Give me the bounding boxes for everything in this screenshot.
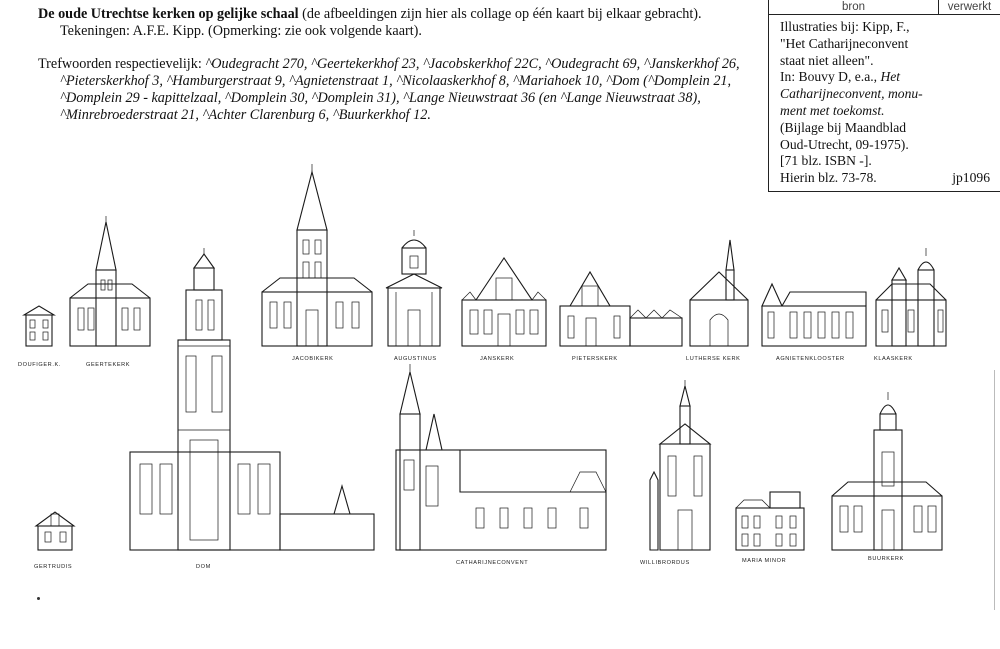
citation-text-italic: Het [880, 69, 901, 85]
label-janskerk: JANSKERK [480, 356, 514, 362]
label-maria-minor: MARIA MINOR [742, 558, 786, 564]
source-box: bron verwerkt Illustraties bij: Kipp, F.… [768, 0, 1000, 192]
label-jacobikerk: JACOBIKERK [292, 356, 333, 362]
title-bold: De oude Utrechtse kerken op gelijke scha… [38, 6, 299, 22]
label-catharijneconvent: CATHARIJNECONVENT [456, 560, 528, 566]
willibrordus-drawing [649, 380, 712, 551]
catharijneconvent-drawing [395, 364, 607, 551]
citation-line: In: Bouvy D, e.a., Het [780, 69, 1000, 86]
citation-line: Catharijneconvent, monu- [780, 86, 923, 102]
label-augustinus: AUGUSTINUS [394, 356, 437, 362]
label-lutherse-kerk: LUTHERSE KERK [686, 356, 740, 362]
drawing-credit: Tekeningen: A.F.E. Kipp. (Opmerking: zie… [60, 23, 422, 39]
jacobikerk-drawing [261, 164, 373, 347]
klaaskerk-drawing [875, 248, 947, 347]
gertrudis-drawing [34, 511, 76, 551]
church-drawings: DOUFIGER.K. GEERTEKERK JACOBIKERK [0, 160, 1000, 600]
janskerk-drawing [461, 257, 547, 347]
keywords-line-4: ^Minrebroederstraat 21, ^Achter Clarenbu… [60, 107, 431, 123]
keywords-line-2: ^Pieterskerkhof 3, ^Hamburgerstraat 9, ^… [60, 73, 732, 89]
citation-line: Oud-Utrecht, 09-1975). [780, 136, 909, 152]
document-title: De oude Utrechtse kerken op gelijke scha… [38, 6, 778, 23]
header: De oude Utrechtse kerken op gelijke scha… [38, 6, 778, 40]
pieterskerk-drawing [559, 270, 683, 347]
keywords-block: Trefwoorden respectievelijk: ^Oudegracht… [38, 56, 778, 124]
label-klaaskerk: KLAASKERK [874, 356, 913, 362]
label-willibrordus: WILLIBRORDUS [640, 560, 690, 566]
label-geertekerk: GEERTEKERK [86, 362, 130, 368]
citation-line: (Bijlage bij Maandblad [780, 119, 907, 135]
citation-pages: Hierin blz. 73-78. [780, 170, 877, 186]
label-buurkerk: BUURKERK [868, 556, 904, 562]
scan-edge [994, 370, 995, 610]
agnietenklooster-drawing [761, 282, 867, 347]
label-agnietenklooster: AGNIETENKLOOSTER [776, 356, 845, 362]
stray-dot [37, 597, 40, 600]
label-doufigerk: DOUFIGER.K. [18, 362, 61, 368]
keywords-line-1: ^Oudegracht 270, ^Geertekerkhof 23, ^Jac… [205, 56, 740, 72]
source-citation: Illustraties bij: Kipp, F., "Het Cathari… [769, 15, 1000, 187]
citation-line: "Het Catharijneconvent [780, 35, 909, 51]
citation-line: Illustraties bij: Kipp, F., [780, 19, 910, 34]
title-rest: (de afbeeldingen zijn hier als collage o… [298, 6, 702, 22]
keywords-line-3: ^Domplein 29 - kapittelzaal, ^Domplein 3… [60, 90, 701, 106]
column-bron: bron [769, 0, 939, 14]
document-code: jp1096 [952, 170, 990, 186]
source-header: bron verwerkt [769, 0, 1000, 15]
citation-line: staat niet alleen". [780, 52, 874, 68]
doufigerk-drawing [22, 305, 56, 347]
column-verwerkt: verwerkt [947, 1, 992, 13]
maria-minor-drawing [735, 491, 805, 551]
label-gertrudis: GERTRUDIS [34, 564, 72, 570]
dom-drawing [129, 248, 375, 551]
label-dom: DOM [196, 564, 211, 570]
citation-text: In: Bouvy D, e.a., [780, 69, 881, 85]
citation-line: [71 blz. ISBN -]. [780, 153, 872, 169]
keywords-intro: Trefwoorden respectievelijk: [38, 56, 206, 72]
buurkerk-drawing [831, 392, 943, 551]
lutherse-kerk-drawing [689, 239, 749, 347]
label-pieterskerk: PIETERSKERK [572, 356, 618, 362]
augustinus-drawing [385, 230, 443, 347]
citation-line: Hierin blz. 73-78. jp1096 [780, 170, 1000, 187]
geertekerk-drawing [69, 216, 151, 347]
churches-collage: DOUFIGER.K. GEERTEKERK JACOBIKERK [18, 164, 947, 570]
citation-line: ment met toekomst. [780, 102, 885, 118]
